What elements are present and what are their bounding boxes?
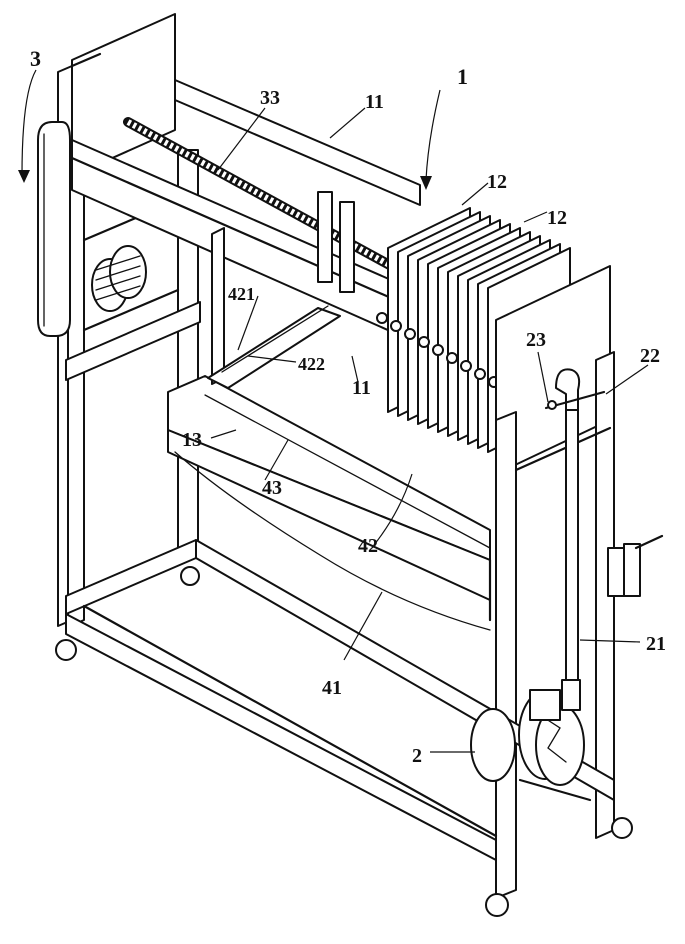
drive-housing xyxy=(37,121,71,337)
label-1: 1 xyxy=(457,64,468,89)
leader-lines xyxy=(18,69,649,753)
label-421: 421 xyxy=(228,284,255,304)
label-422: 422 xyxy=(298,354,325,374)
label-42: 42 xyxy=(358,535,378,557)
label-41: 41 xyxy=(322,677,342,699)
label-11-top: 11 xyxy=(365,91,384,113)
label-43: 43 xyxy=(262,477,282,499)
valve-assembly xyxy=(544,390,664,597)
label-12-lower: 12 xyxy=(547,207,567,229)
label-22: 22 xyxy=(640,345,660,367)
label-12-upper: 12 xyxy=(487,171,507,193)
label-2: 2 xyxy=(412,745,422,767)
label-11-mid: 11 xyxy=(352,377,371,399)
collecting-bag xyxy=(174,451,491,631)
casters xyxy=(55,566,633,917)
label-21: 21 xyxy=(646,633,666,655)
right-end-frame xyxy=(495,265,615,899)
rear-supports xyxy=(317,191,355,293)
trough xyxy=(167,375,492,622)
reference-labels: 3 1 33 11 12 12 421 422 11 23 22 13 43 4… xyxy=(30,46,666,767)
label-33: 33 xyxy=(260,87,280,109)
label-3: 3 xyxy=(30,46,41,71)
label-13: 13 xyxy=(182,429,202,451)
label-23: 23 xyxy=(526,329,546,351)
pump xyxy=(470,689,592,802)
scraper-frame xyxy=(207,227,341,389)
motor xyxy=(82,198,180,332)
